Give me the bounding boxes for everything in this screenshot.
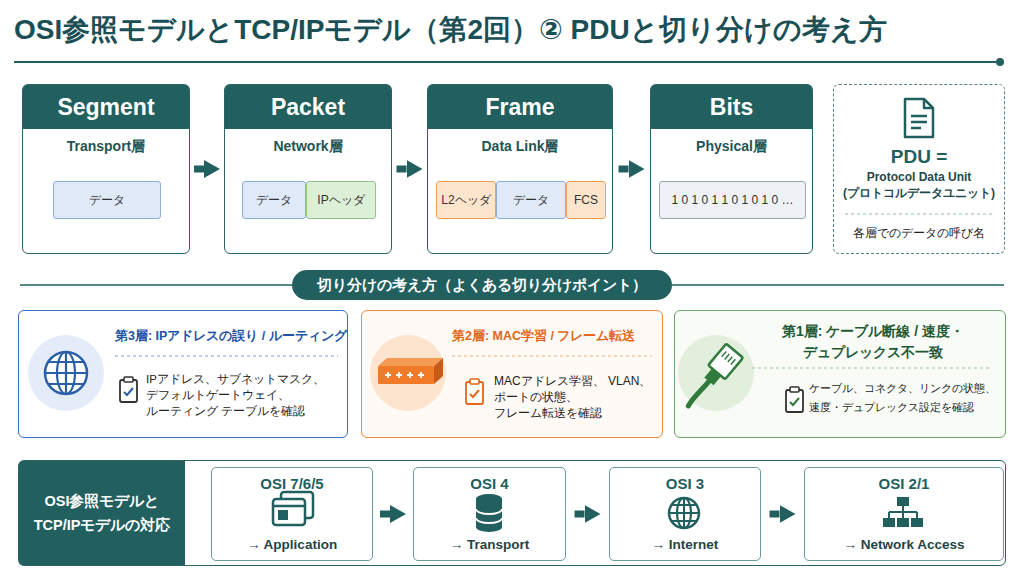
cell-label: 1 0 1 0 1 1 0 1 0 1 0 … <box>660 182 805 218</box>
band-heading: OSI参照モデルと TCP/IPモデルの対応 <box>19 461 185 565</box>
osi-layers: OSI 4 <box>414 474 565 494</box>
header-cell: IPヘッダ <box>306 181 376 219</box>
cell-label: FCS <box>567 182 605 218</box>
layer-box: OSI 3 → Internet <box>609 467 761 561</box>
cell-label: データ <box>243 182 305 218</box>
pdu-box: PacketNetwork層データIPヘッダ <box>224 84 392 254</box>
page-title: OSI参照モデルとTCP/IPモデル（第2回）② PDUと切り分けの考え方 <box>14 12 887 48</box>
header-cell: L2ヘッダ <box>436 181 496 219</box>
pdu-name: Segment <box>23 85 189 129</box>
tcpip-layer: → Network Access <box>805 536 1003 554</box>
tcpip-layer: → Internet <box>610 536 760 554</box>
cell-label: データ <box>54 182 160 218</box>
trailer-cell: FCS <box>566 181 606 219</box>
title-rule <box>14 61 996 63</box>
section-rule <box>20 284 292 286</box>
layer-label: Data Link層 <box>428 137 612 155</box>
section-heading: 切り分けの考え方（よくある切り分けポイント） <box>292 270 672 300</box>
pdu-name: Frame <box>428 85 612 129</box>
card-heading: 第3層: IPアドレスの誤り / ルーティング <box>115 327 347 345</box>
card-heading: 第1層: ケーブル断線 / 速度・デュプレックス不一致 <box>753 321 993 363</box>
osi-layers: OSI 3 <box>610 474 760 494</box>
tcpip-layer: → Transport <box>414 536 565 554</box>
pdu-name: Bits <box>651 85 812 129</box>
card-body: ケーブル、コネクタ、リンクの状態、 速度・デュプレックス設定を確認 <box>809 379 1003 417</box>
mapping-band: OSI参照モデルと TCP/IPモデルの対応 OSI 7/6/5 → Applica… <box>18 460 1006 566</box>
osi-layers: OSI 2/1 <box>805 474 1003 494</box>
check-card: 第1層: ケーブル断線 / 速度・デュプレックス不一致ケーブル、コネクタ、リンク… <box>674 310 1006 438</box>
bits-cell: 1 0 1 0 1 1 0 1 0 1 0 … <box>659 181 806 219</box>
pdu-box: BitsPhysical層 1 0 1 0 1 1 0 1 0 1 0 … <box>650 84 813 254</box>
card-body: MACアドレス学習、 VLAN、ポートの状態、 フレーム転送を確認 <box>494 373 654 421</box>
section-rule <box>672 284 1004 286</box>
definition-box: PDU =Protocol Data Unit (プロトコルデータユニット) 各層… <box>833 84 1005 254</box>
layer-box: OSI 2/1 → Network Access <box>804 467 1004 561</box>
section-pill: 切り分けの考え方（よくある切り分けポイント） <box>292 270 672 300</box>
data-cell: データ <box>53 181 161 219</box>
cell-label: IPヘッダ <box>307 182 375 218</box>
pdu-box: FrameData Link層 L2ヘッダデータFCS <box>427 84 613 254</box>
card-body: IPアドレス、サブネットマスク、 デフォルトゲートウェイ、ルーティング テーブル… <box>146 371 346 419</box>
definition-note: 各層でのデータの呼び名 <box>834 225 1004 241</box>
flow-arrow <box>397 166 407 173</box>
pdu-box: SegmentTransport層データ <box>22 84 190 254</box>
data-cell: データ <box>242 181 306 219</box>
layer-label: Physical層 <box>651 137 812 155</box>
check-card: 第2層: MAC学習 / フレーム転送 MACアドレス学習、 VLAN、ポートの状… <box>361 310 663 438</box>
flow-arrow <box>619 166 629 173</box>
pdu-name: Packet <box>225 85 391 129</box>
tcpip-layer: → Application <box>212 536 372 554</box>
layer-label: Transport層 <box>23 137 189 155</box>
osi-layers: OSI 7/6/5 <box>212 474 372 494</box>
flow-arrow <box>194 166 204 173</box>
definition-term: PDU = <box>834 145 1004 169</box>
data-cell: データ <box>496 181 566 219</box>
layer-box: OSI 7/6/5 → Application <box>211 467 373 561</box>
title-rule-dot <box>996 58 1004 66</box>
definition-expansion: Protocol Data Unit (プロトコルデータユニット) <box>840 169 998 201</box>
layer-label: Network層 <box>225 137 391 155</box>
cell-label: データ <box>497 182 565 218</box>
layer-box: OSI 4 → Transport <box>413 467 566 561</box>
card-heading: 第2層: MAC学習 / フレーム転送 <box>452 327 635 345</box>
cell-label: L2ヘッダ <box>437 182 495 218</box>
check-card: 第3層: IPアドレスの誤り / ルーティング IPアドレス、サブネットマスク、 … <box>18 310 348 438</box>
